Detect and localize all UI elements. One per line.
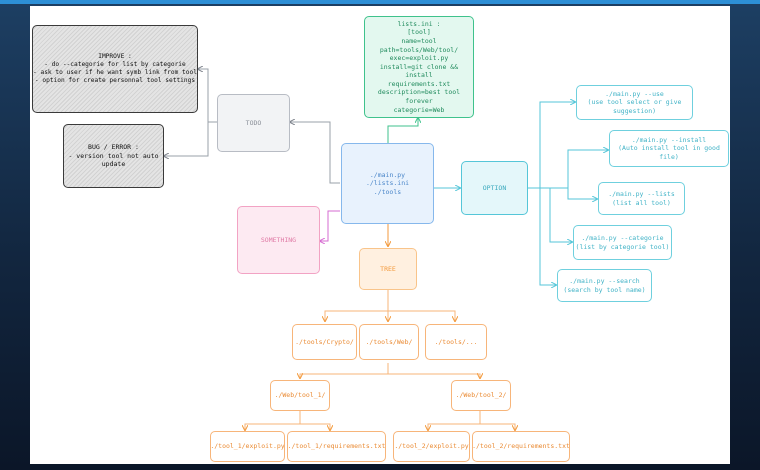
connector-lines	[30, 6, 730, 464]
option-node: OPTION	[461, 161, 528, 215]
main-node: ./main.py ./lists.ini ./tools	[341, 143, 434, 224]
option-use: ./main.py --use (use tool select or give…	[576, 85, 693, 120]
option-categorie: ./main.py --categorie (list by categorie…	[573, 225, 672, 260]
bug-error-note: BUG / ERROR : - version tool not auto up…	[63, 124, 164, 188]
file-tool1-exploit: ./tool_1/exploit.py	[210, 431, 285, 462]
top-accent-bar	[0, 0, 760, 4]
diagram-canvas: IMPROVE : - do --categorie for list by c…	[30, 6, 730, 464]
something-node: SOMETHING	[237, 206, 320, 274]
file-tool1-requirements: ./tool_1/requirements.txt	[287, 431, 386, 462]
folder-crypto: ./tools/Crypto/	[292, 324, 357, 360]
improve-note: IMPROVE : - do --categorie for list by c…	[32, 25, 198, 113]
option-lists: ./main.py --lists (list all tool)	[598, 182, 685, 215]
folder-tool-2: ./Web/tool_2/	[451, 380, 511, 411]
tree-node: TREE	[359, 248, 417, 290]
file-tool2-exploit: ./tool_2/exploit.py	[393, 431, 470, 462]
option-search: ./main.py --search (search by tool name)	[557, 269, 652, 302]
folder-tool-1: ./Web/tool_1/	[270, 380, 330, 411]
todo-node: TODO	[217, 94, 290, 152]
folder-web: ./tools/Web/	[359, 324, 419, 360]
folder-other: ./tools/...	[425, 324, 487, 360]
option-install: ./main.py --install (Auto install tool i…	[609, 130, 729, 167]
lists-ini-node: lists.ini : [tool] name=tool path=tools/…	[364, 16, 474, 118]
file-tool2-requirements: ./tool_2/requirements.txt	[472, 431, 570, 462]
